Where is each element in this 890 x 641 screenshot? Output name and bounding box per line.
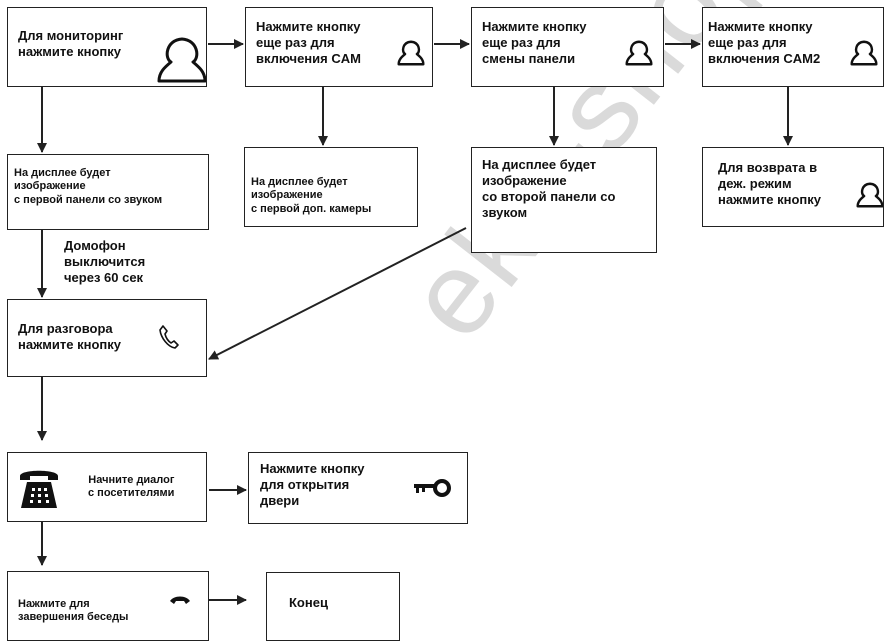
box-end: Конец [266,572,400,641]
box-talk-text: Для разговора нажмите кнопку [18,321,122,352]
box-monitor-text: Для мониторинг нажмите кнопку [18,28,124,59]
arrow-second-panel-to-talk [208,227,467,360]
box-dialog-text: Начните диалог с посетителями [88,474,175,500]
box-end-call: Нажмите для завершения беседы [7,571,209,641]
user-icon [850,40,878,66]
box-monitor: Для мониторинг нажмите кнопку [7,7,207,87]
box-display-second-panel: На дисплее будет изображение со второй п… [471,147,657,253]
box-display-first-cam-text: На дисплее будет изображение с первой до… [251,176,372,215]
key-icon [414,479,451,497]
box-dialog: Начните диалог с посетителями [7,452,207,522]
box-talk: Для разговора нажмите кнопку [7,299,207,377]
box-display-first-panel-text: На дисплее будет изображение с первой па… [14,167,163,206]
box-open-door: Нажмите кнопку для открытия двери [248,452,468,524]
box-open-door-text: Нажмите кнопку для открытия двери [260,461,365,508]
user-icon [625,40,653,66]
box-cam1: Нажмите кнопку еще раз для включения CAM [245,7,433,87]
box-panel-text: Нажмите кнопку еще раз для смены панели [482,19,587,66]
box-display-second-panel-text: На дисплее будет изображение со второй п… [482,157,616,220]
user-icon [397,40,425,66]
box-end-text: Конец [289,595,328,610]
box-cam2: Нажмите кнопку еще раз для включения CAM… [702,7,884,87]
user-icon [154,32,206,86]
box-display-first-cam: На дисплее будет изображение с первой до… [244,147,418,227]
box-cam2-text: Нажмите кнопку еще раз для включения CAM… [708,19,821,66]
phone-handset-icon [159,325,179,349]
timeout-note: Домофон выключится через 60 сек [64,238,146,285]
box-return-standby: Для возврата в деж. режим нажмите кнопку [702,147,884,227]
box-panel: Нажмите кнопку еще раз для смены панели [471,7,664,87]
box-return-standby-text: Для возврата в деж. режим нажмите кнопку [718,160,822,207]
box-display-first-panel: На дисплее будет изображение с первой па… [7,154,209,230]
user-icon [856,182,883,208]
hang-up-icon [170,596,190,604]
desk-phone-icon [20,470,58,508]
box-end-call-text: Нажмите для завершения беседы [18,598,129,624]
box-cam1-text: Нажмите кнопку еще раз для включения CAM [256,19,361,66]
